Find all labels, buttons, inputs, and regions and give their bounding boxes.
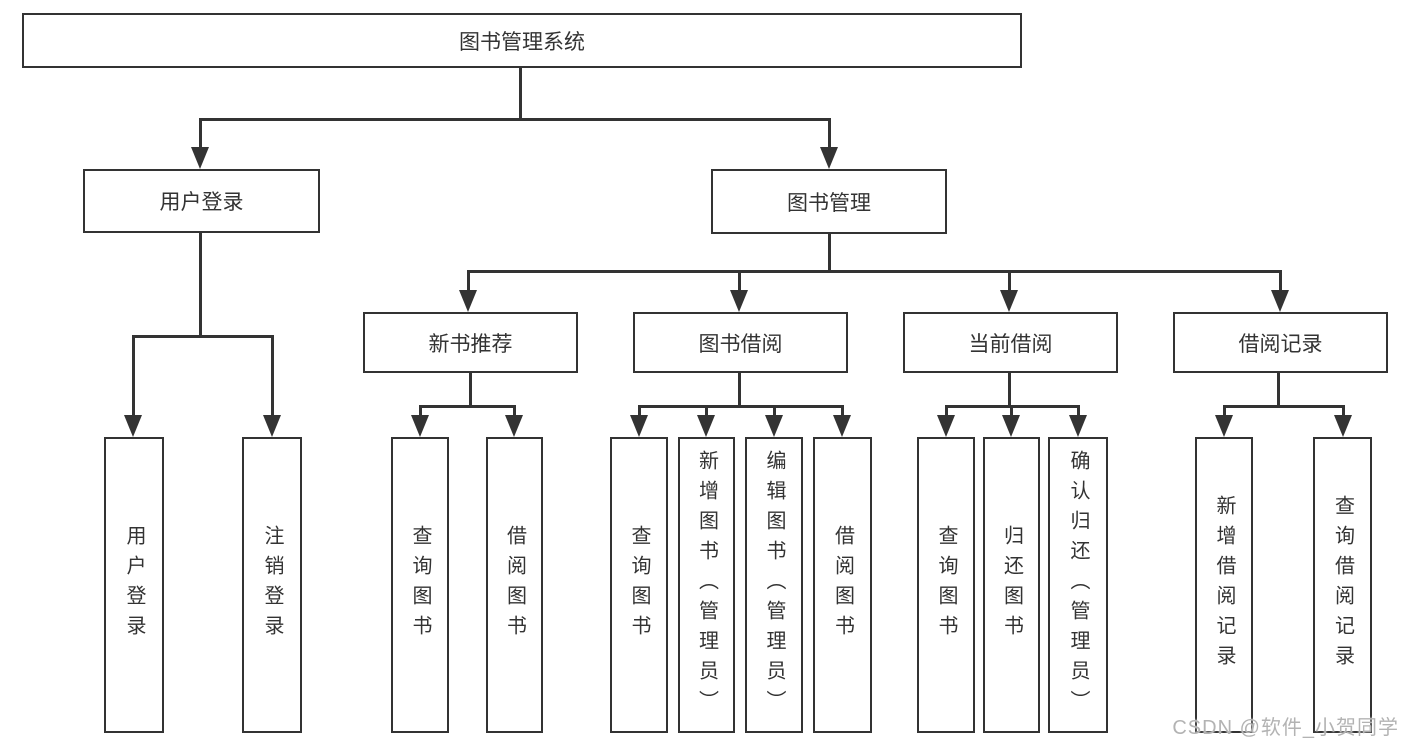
leaf-query-books-2: 查询图书 [610,437,668,733]
node-book-management: 图书管理 [711,169,947,234]
connector-hline [199,118,830,121]
node-current-borrowing: 当前借阅 [903,312,1118,373]
leaf-query-borrow-record: 查询借阅记录 [1313,437,1372,733]
down-arrow [833,405,851,437]
node-book-borrowing: 图书借阅 [633,312,848,373]
leaf-add-books-admin: 新增图书（管理员） [678,437,735,733]
leaf-borrow-books-1: 借阅图书 [486,437,543,733]
down-arrow [765,405,783,437]
down-arrow [1000,270,1018,312]
leaf-query-books-3: 查询图书 [917,437,975,733]
node-user-login: 用户登录 [83,169,320,233]
down-arrow [124,335,142,437]
down-arrow [411,405,429,437]
down-arrow [1069,405,1087,437]
connector-hline [419,405,516,408]
connector-vline [828,234,831,273]
leaf-borrow-books-2: 借阅图书 [813,437,872,733]
down-arrow [1002,405,1020,437]
connector-hline [638,405,844,408]
down-arrow [697,405,715,437]
connector-vline [519,68,522,121]
connector-hline [132,335,274,338]
down-arrow [1215,405,1233,437]
node-root-library-system: 图书管理系统 [22,13,1022,68]
leaf-query-books-1: 查询图书 [391,437,449,733]
connector-vline [1277,373,1280,408]
down-arrow [1271,270,1289,312]
down-arrow [730,270,748,312]
connector-hline [467,270,1282,273]
connector-hline [1223,405,1345,408]
down-arrow [191,118,209,169]
down-arrow [505,405,523,437]
down-arrow [459,270,477,312]
connector-hline [945,405,1080,408]
down-arrow [937,405,955,437]
down-arrow [263,335,281,437]
connector-vline [738,373,741,408]
leaf-add-borrow-record: 新增借阅记录 [1195,437,1253,733]
down-arrow [820,118,838,169]
leaf-edit-books-admin: 编辑图书（管理员） [745,437,803,733]
csdn-watermark: CSDN @软件_小贺同学 [1172,717,1399,739]
leaf-logout: 注销登录 [242,437,302,733]
down-arrow [1334,405,1352,437]
leaf-return-books: 归还图书 [983,437,1040,733]
connector-vline [199,233,202,338]
connector-vline [1008,373,1011,408]
down-arrow [630,405,648,437]
node-new-book-recommendation: 新书推荐 [363,312,578,373]
node-borrowing-records: 借阅记录 [1173,312,1388,373]
leaf-user-login: 用户登录 [104,437,164,733]
connector-vline [469,373,472,408]
leaf-confirm-return-admin: 确认归还（管理员） [1048,437,1108,733]
